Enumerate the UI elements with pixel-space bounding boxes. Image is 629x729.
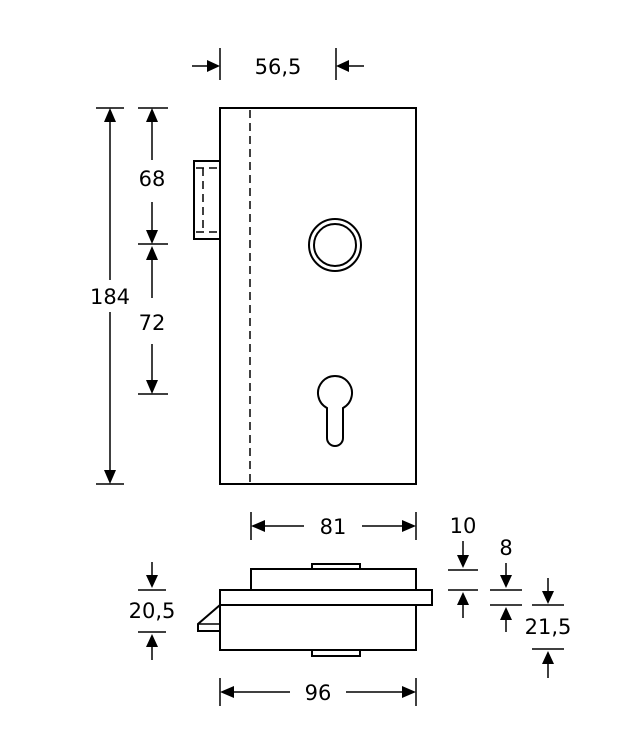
label-glass-8: 8 bbox=[499, 536, 512, 560]
label-gap: 21,5 bbox=[525, 615, 572, 639]
dimension-inner-width: 81 bbox=[250, 512, 417, 540]
latch-tab bbox=[193, 160, 221, 240]
knob-outer bbox=[308, 218, 362, 272]
section-view bbox=[197, 563, 433, 657]
label-middle-height: 72 bbox=[139, 311, 166, 335]
lower-housing bbox=[219, 604, 417, 651]
keyhole-profile bbox=[317, 375, 353, 447]
latch-tongue bbox=[197, 602, 221, 632]
label-depth: 20,5 bbox=[129, 599, 176, 623]
label-upper-height: 68 bbox=[139, 167, 166, 191]
dimension-glass-8: 8 bbox=[490, 536, 522, 632]
glass-panel bbox=[219, 589, 433, 606]
dimension-gap: 21,5 bbox=[525, 578, 572, 678]
knob-inner bbox=[313, 223, 357, 267]
label-glass-10: 10 bbox=[450, 514, 477, 538]
dimension-top-width: 56,5 bbox=[192, 48, 364, 80]
upper-housing bbox=[250, 568, 417, 591]
dimension-upper-height: 68 bbox=[138, 107, 168, 245]
dimension-middle-height: 72 bbox=[138, 246, 168, 395]
label-inner-width: 81 bbox=[320, 515, 347, 539]
dimension-glass-10: 10 bbox=[448, 514, 478, 618]
dimension-outer-width: 96 bbox=[219, 678, 417, 706]
label-top-width: 56,5 bbox=[255, 55, 302, 79]
lock-body bbox=[219, 107, 417, 485]
dimension-depth: 20,5 bbox=[129, 562, 176, 660]
label-outer-width: 96 bbox=[305, 681, 332, 705]
dimension-total-height: 184 bbox=[90, 107, 130, 485]
front-view bbox=[193, 107, 417, 485]
label-total-height: 184 bbox=[90, 285, 130, 309]
